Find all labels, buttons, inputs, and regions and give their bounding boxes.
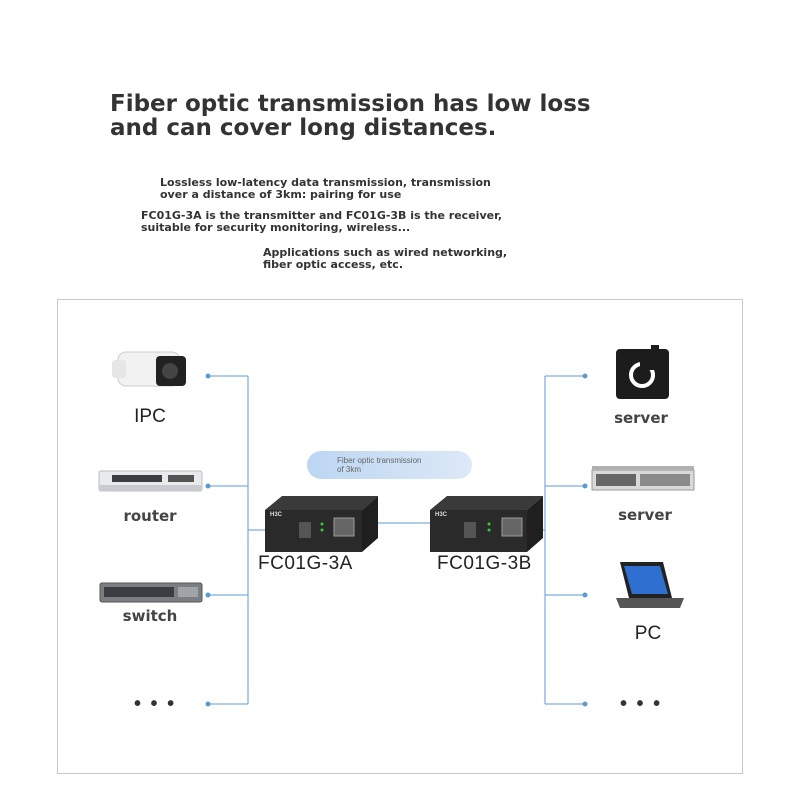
label-router: router bbox=[123, 507, 177, 525]
ipc-camera-icon bbox=[112, 351, 186, 387]
description-line-1: Lossless low-latency data transmission, … bbox=[160, 176, 491, 201]
laptop-icon bbox=[616, 562, 684, 608]
label-server-1: server bbox=[614, 409, 668, 427]
receiver-model-label: FC01G-3B bbox=[437, 553, 532, 574]
dot-right-1 bbox=[582, 373, 588, 379]
fiber-link-pill: Fiber optic transmission of 3km bbox=[307, 451, 472, 479]
fiber-link-label: Fiber optic transmission of 3km bbox=[337, 456, 422, 474]
dot-right-4 bbox=[582, 701, 588, 707]
transmitter-device-icon bbox=[265, 496, 378, 552]
label-ipc: IPC bbox=[134, 406, 166, 427]
description-line-2: FC01G-3A is the transmitter and FC01G-3B… bbox=[141, 209, 503, 234]
dot-left-1 bbox=[205, 373, 211, 379]
dot-left-2 bbox=[205, 483, 211, 489]
dot-left-3 bbox=[205, 592, 211, 598]
dot-right-2 bbox=[582, 483, 588, 489]
router-icon bbox=[98, 470, 203, 492]
headline: Fiber optic transmission has low loss an… bbox=[110, 91, 591, 141]
dot-right-3 bbox=[582, 592, 588, 598]
label-server-2: server bbox=[618, 506, 672, 524]
label-pc: PC bbox=[634, 623, 662, 644]
label-switch: switch bbox=[122, 607, 178, 625]
label-more-left: • • • bbox=[134, 693, 177, 715]
switch-icon bbox=[99, 582, 203, 603]
receiver-device-icon bbox=[430, 496, 543, 552]
description-line-3: Applications such as wired networking, f… bbox=[263, 246, 508, 271]
transmitter-brand-label: H3C bbox=[270, 512, 283, 518]
diagram-frame bbox=[57, 299, 743, 774]
server-rack-icon bbox=[591, 466, 695, 491]
transmitter-model-label: FC01G-3A bbox=[258, 553, 353, 574]
server-box-icon bbox=[616, 345, 669, 399]
dot-left-4 bbox=[205, 701, 211, 707]
receiver-brand-label: H3C bbox=[435, 512, 448, 518]
label-more-right: • • • bbox=[620, 693, 663, 715]
